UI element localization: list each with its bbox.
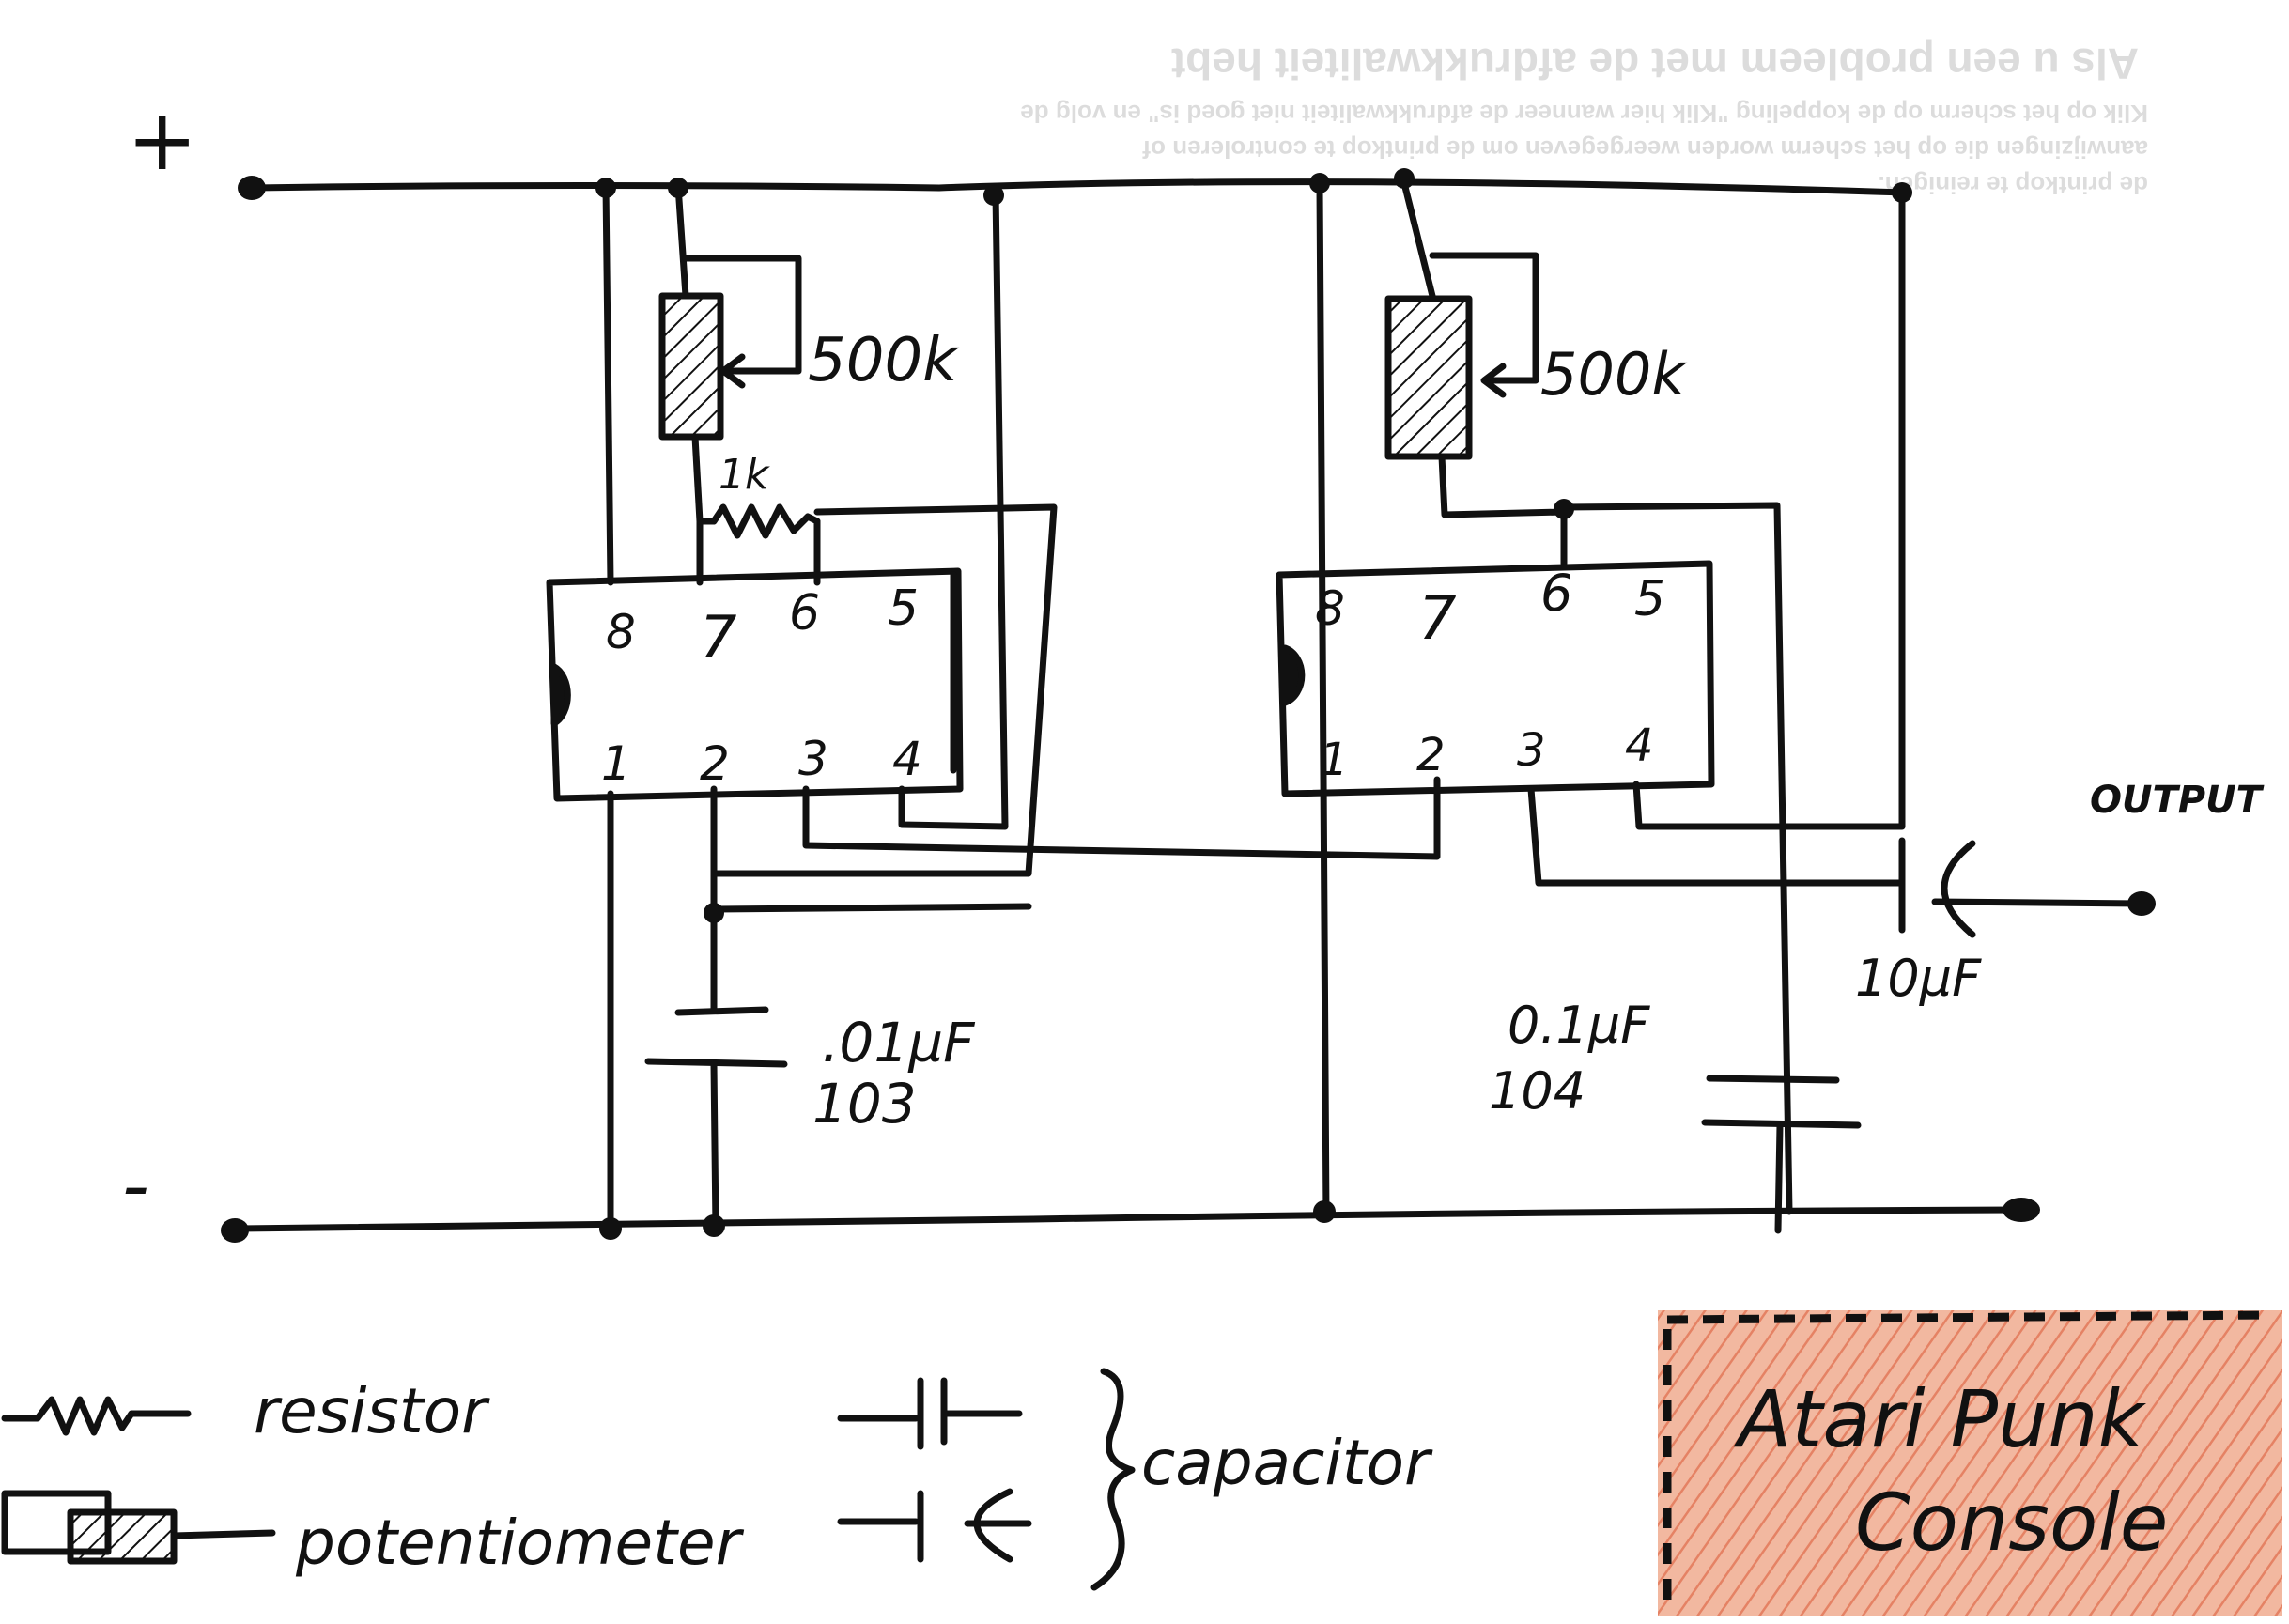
right-pin-4: 4 xyxy=(1625,719,1654,772)
right-cap-value: 0.1µF xyxy=(1508,996,1650,1055)
left-pin-8: 8 xyxy=(606,605,636,659)
legend-brace xyxy=(1090,1368,1136,1591)
left-pot-wiper-arrow xyxy=(719,353,746,389)
right-capacitor-plate-top xyxy=(1706,1075,1840,1084)
left-chip-bottom-pins: 1 2 3 4 xyxy=(601,732,922,791)
right-potentiometer xyxy=(1384,295,1473,460)
junction-dot xyxy=(595,178,616,198)
left-pin-1: 1 xyxy=(601,736,631,791)
right-chip-notch xyxy=(1281,644,1306,706)
title-line-1: Atari Punk xyxy=(1733,1373,2147,1465)
legend-resistor-label: resistor xyxy=(254,1375,490,1447)
legend-potentiometer-lead xyxy=(170,1529,276,1539)
output-terminal xyxy=(2127,891,2156,916)
right-pin-7: 7 xyxy=(1418,584,1457,654)
left-wire-cap-bottom xyxy=(710,1060,719,1232)
right-pin-3: 3 xyxy=(1517,724,1546,777)
left-pin-6: 6 xyxy=(789,585,820,642)
left-resistor-1k xyxy=(696,503,821,539)
junction-dot xyxy=(1394,168,1415,189)
junction-dot xyxy=(599,1217,622,1240)
right-wire-pot-top xyxy=(1400,179,1436,300)
left-pin-2: 2 xyxy=(700,736,730,791)
left-pot-value: 500k xyxy=(808,326,960,395)
showthrough-line-2: aanwijzingen die op het scherm worden we… xyxy=(1142,135,2148,163)
output-capacitor-plate-curved xyxy=(1941,840,1976,938)
legend-capacitor-symbol xyxy=(837,1377,1023,1450)
left-potentiometer xyxy=(658,292,724,441)
showthrough-heading: Als u een probleem met de afdrukkwalitei… xyxy=(1171,39,2139,88)
left-wire-pot-bottom xyxy=(691,433,704,586)
right-chip-body xyxy=(1276,560,1715,797)
negative-rail-terminal xyxy=(221,1218,249,1243)
left-cap-code: 103 xyxy=(812,1072,917,1136)
negative-rail-end-terminal xyxy=(2003,1198,2040,1222)
right-pin-1: 1 xyxy=(1320,734,1349,786)
legend-capacitor-label: capacitor xyxy=(1141,1427,1433,1499)
left-pin-5: 5 xyxy=(888,580,919,637)
right-chip-top-pins: 8 7 6 5 xyxy=(1315,564,1665,654)
left-capacitor-plate-top xyxy=(674,1006,769,1016)
right-pin-2: 2 xyxy=(1416,729,1446,781)
right-pot-wiper xyxy=(1429,252,1539,384)
left-wire-pot-top xyxy=(674,182,689,300)
output-label: OUTPUT xyxy=(2090,779,2265,822)
right-wire-pin8 xyxy=(1316,182,1330,1223)
right-chip-bottom-pins: 1 2 3 4 xyxy=(1320,719,1654,786)
positive-rail xyxy=(250,178,1910,196)
legend-polar-capacitor-symbol xyxy=(837,1488,1032,1563)
junction-dots xyxy=(221,168,2156,1243)
negative-rail xyxy=(231,1206,2023,1232)
output-wire xyxy=(1931,898,2145,907)
title-label-box: Atari Punk Console xyxy=(1658,1310,2282,1616)
junction-dot xyxy=(704,903,724,923)
title-label-border-dashes xyxy=(1663,1310,2274,1611)
output-cap-value: 10µF xyxy=(1855,949,1982,1008)
junction-dot xyxy=(983,185,1004,206)
negative-label: - xyxy=(122,1142,149,1230)
left-wire-pin5 xyxy=(898,189,1009,830)
left-chip-top-pins: 8 7 6 5 xyxy=(606,580,919,672)
left-wire-pin2-tie xyxy=(710,903,1032,913)
showthrough-line-3: de printkop te reinigen. xyxy=(1879,171,2148,199)
positive-label: + xyxy=(127,91,197,190)
legend-potentiometer-label: potentiometer xyxy=(295,1507,745,1579)
junction-dot xyxy=(703,1214,725,1237)
right-wire-cap-bottom xyxy=(1774,1121,1784,1234)
junction-dot xyxy=(1554,499,1574,519)
right-wire-pin4 xyxy=(1632,189,1906,830)
showthrough-text: Als u een probleem met de afdrukkwalitei… xyxy=(1020,39,2148,199)
left-chip-notch xyxy=(550,663,571,727)
right-wire-pin3-out xyxy=(1527,785,1906,887)
legend-resistor-symbol xyxy=(1,1396,192,1436)
showthrough-line-1: Klik op het scherm op de koppeling "Klik… xyxy=(1020,100,2148,128)
title-line-2: Console xyxy=(1855,1477,2168,1569)
left-pin-4: 4 xyxy=(892,732,922,786)
right-pot-value: 500k xyxy=(1540,340,1687,409)
right-wire-pin6-loop xyxy=(1560,502,1793,1215)
legend-potentiometer-hatch xyxy=(67,1508,178,1565)
left-pot-wiper xyxy=(682,255,802,375)
title-label-hatch xyxy=(1658,1310,2282,1616)
left-pin-7: 7 xyxy=(700,603,736,672)
junction-dot xyxy=(1309,173,1330,193)
left-wire-pin8 xyxy=(602,182,614,586)
junction-dot xyxy=(1892,182,1912,203)
left-cap-value: .01µF xyxy=(822,1011,976,1075)
left-wire-pin3-out xyxy=(802,776,1441,860)
left-pin-3: 3 xyxy=(798,732,828,786)
right-pin-5: 5 xyxy=(1634,571,1665,627)
right-wire-pot-bottom xyxy=(1438,453,1568,518)
right-pin-6: 6 xyxy=(1540,564,1572,623)
junction-dot xyxy=(1313,1200,1336,1223)
right-pot-wiper-arrow xyxy=(1480,363,1507,398)
positive-rail-terminal xyxy=(238,176,266,200)
right-cap-code: 104 xyxy=(1489,1061,1585,1121)
right-pin-8: 8 xyxy=(1315,581,1345,636)
left-resistor-value: 1k xyxy=(719,451,770,499)
junction-dot xyxy=(668,178,688,198)
